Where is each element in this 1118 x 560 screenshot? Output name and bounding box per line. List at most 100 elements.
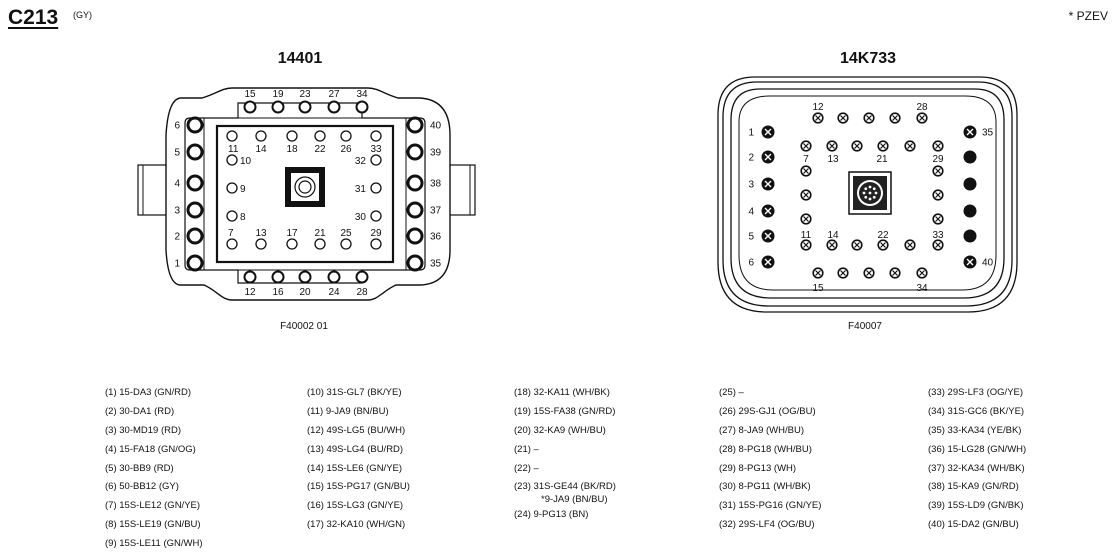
- pin-mark: [966, 258, 974, 266]
- legend-item: (10) 31S-GL7 (BK/YE): [307, 387, 402, 398]
- pin-cavity: [406, 254, 424, 272]
- legend-item: (12) 49S-LG5 (BU/WH): [307, 424, 406, 436]
- legend-item: (22) –: [514, 462, 539, 474]
- pin-mark: [935, 216, 941, 222]
- pin-cavity: [186, 143, 204, 161]
- pin-cavity: [271, 270, 285, 284]
- pin-cavity: [226, 238, 238, 250]
- pin-label: 35: [982, 128, 994, 139]
- legend-item: (15) 15S-PG17 (GN/BU): [307, 481, 410, 493]
- legend-column: (1) 15-DA3 (GN/RD) (2) 30-DA1 (RD) (3) 3…: [105, 384, 202, 554]
- pin-label: 4: [174, 179, 180, 190]
- pin-mark: [866, 270, 872, 276]
- legend-item: (38) 15-KA9 (GN/RD): [928, 481, 1019, 493]
- pin-label: 1: [174, 259, 180, 270]
- pin-mark: [880, 143, 886, 149]
- legend-item: (30) 8-PG11 (WH/BK): [719, 481, 811, 493]
- pin-mark: [764, 180, 772, 188]
- pin-mark: [803, 242, 809, 248]
- pin-label: 24: [328, 287, 340, 298]
- key-dot: [862, 191, 866, 195]
- legend-item: (6) 50-BB12 (GY): [105, 481, 179, 493]
- pin-mark: [935, 168, 941, 174]
- pin-mark: [840, 115, 846, 121]
- legend-item: (40) 15-DA2 (GN/BU): [928, 519, 1019, 531]
- pin-cavity: [406, 143, 424, 161]
- legend-item: (5) 30-BB9 (RD): [105, 462, 174, 474]
- pin-cavity: [406, 116, 424, 134]
- pin-label: 22: [877, 230, 889, 241]
- legend-item: (8) 15S-LE19 (GN/BU): [105, 519, 201, 531]
- pin-cavity: [355, 100, 369, 114]
- pin-label: 33: [370, 144, 382, 155]
- pin-mark: [803, 216, 809, 222]
- pin-cavity: [298, 100, 312, 114]
- pin-cavity: [327, 270, 341, 284]
- pin-label: 3: [748, 180, 754, 191]
- pin-label: 6: [174, 121, 180, 132]
- legend-item: (18) 32-KA11 (WH/BK): [514, 387, 610, 398]
- center-key-window: [291, 173, 319, 201]
- pin-label: 31: [355, 184, 367, 195]
- pin-mark: [829, 242, 835, 248]
- pin-mark: [866, 115, 872, 121]
- pin-label: 19: [272, 89, 284, 100]
- pin-cavity: [314, 238, 326, 250]
- pin-label: 7: [803, 154, 809, 165]
- pin-label: 34: [916, 283, 928, 294]
- pin-label: 26: [340, 144, 352, 155]
- pin-label: 18: [286, 144, 298, 155]
- legend-column: (18) 32-KA11 (WH/BK) (19) 15S-FA38 (GN/R…: [514, 384, 616, 525]
- inner-cavity: [215, 124, 395, 264]
- pin-label: 38: [430, 179, 442, 190]
- pin-label: 9: [240, 184, 246, 195]
- legend-item: (29) 8-PG13 (WH): [719, 462, 797, 474]
- legend-item: (16) 15S-LG3 (GN/YE): [307, 500, 404, 512]
- pin-label: 36: [430, 232, 442, 243]
- pin-label: 2: [174, 232, 180, 243]
- pin-cavity: [355, 270, 369, 284]
- pin-cavity: [406, 227, 424, 245]
- legend-item: (27) 8-JA9 (WH/BU): [719, 424, 804, 436]
- pin-mark: [907, 242, 913, 248]
- pin-cavity: [226, 182, 238, 194]
- pin-mark: [935, 242, 941, 248]
- pin-cavity: [286, 130, 298, 142]
- legend-item: (2) 30-DA1 (RD): [105, 405, 175, 417]
- pin-cavity: [226, 154, 238, 166]
- legend-item: (24) 9-PG13 (BN): [514, 509, 589, 521]
- pin-cavity: [186, 116, 204, 134]
- pin-label: 39: [430, 148, 442, 159]
- pin-label: 5: [174, 148, 180, 159]
- legend-item: (21) –: [514, 443, 539, 455]
- pin-cavity: [370, 130, 382, 142]
- legend-item: (39) 15S-LD9 (GN/BK): [928, 500, 1024, 512]
- left-connector-name: 14401: [277, 50, 323, 67]
- center-key-hole: [298, 180, 312, 194]
- key-dot: [864, 187, 868, 191]
- pin-label: 10: [240, 156, 252, 167]
- pin-label: 13: [827, 154, 839, 165]
- connector-id: C213: [8, 6, 59, 29]
- pin-label: 16: [272, 287, 284, 298]
- legend-item: (20) 32-KA9 (WH/BU): [514, 424, 606, 436]
- pin-cavity: [298, 270, 312, 284]
- pin-mark: [815, 270, 821, 276]
- pin-label: 12: [244, 287, 256, 298]
- pin-mark: [892, 115, 898, 121]
- pin-mark: [892, 270, 898, 276]
- pin-cavity: [340, 130, 352, 142]
- pin-label: 8: [240, 212, 246, 223]
- pin-label: 15: [244, 89, 256, 100]
- pin-mark: [764, 207, 772, 215]
- pin-mark: [966, 128, 974, 136]
- pin-cavity: [314, 130, 326, 142]
- pin-mark: [803, 143, 809, 149]
- pin-label: 11: [801, 230, 812, 241]
- pin-mark: [764, 153, 772, 161]
- legend-column: (10) 31S-GL7 (BK/YE) (11) 9-JA9 (BN/BU) …: [307, 384, 410, 535]
- legend-item: (4) 15-FA18 (GN/OG): [105, 443, 196, 455]
- pin-cavity: [286, 238, 298, 250]
- legend-item: (1) 15-DA3 (GN/RD): [105, 387, 192, 398]
- pin-mark: [919, 270, 925, 276]
